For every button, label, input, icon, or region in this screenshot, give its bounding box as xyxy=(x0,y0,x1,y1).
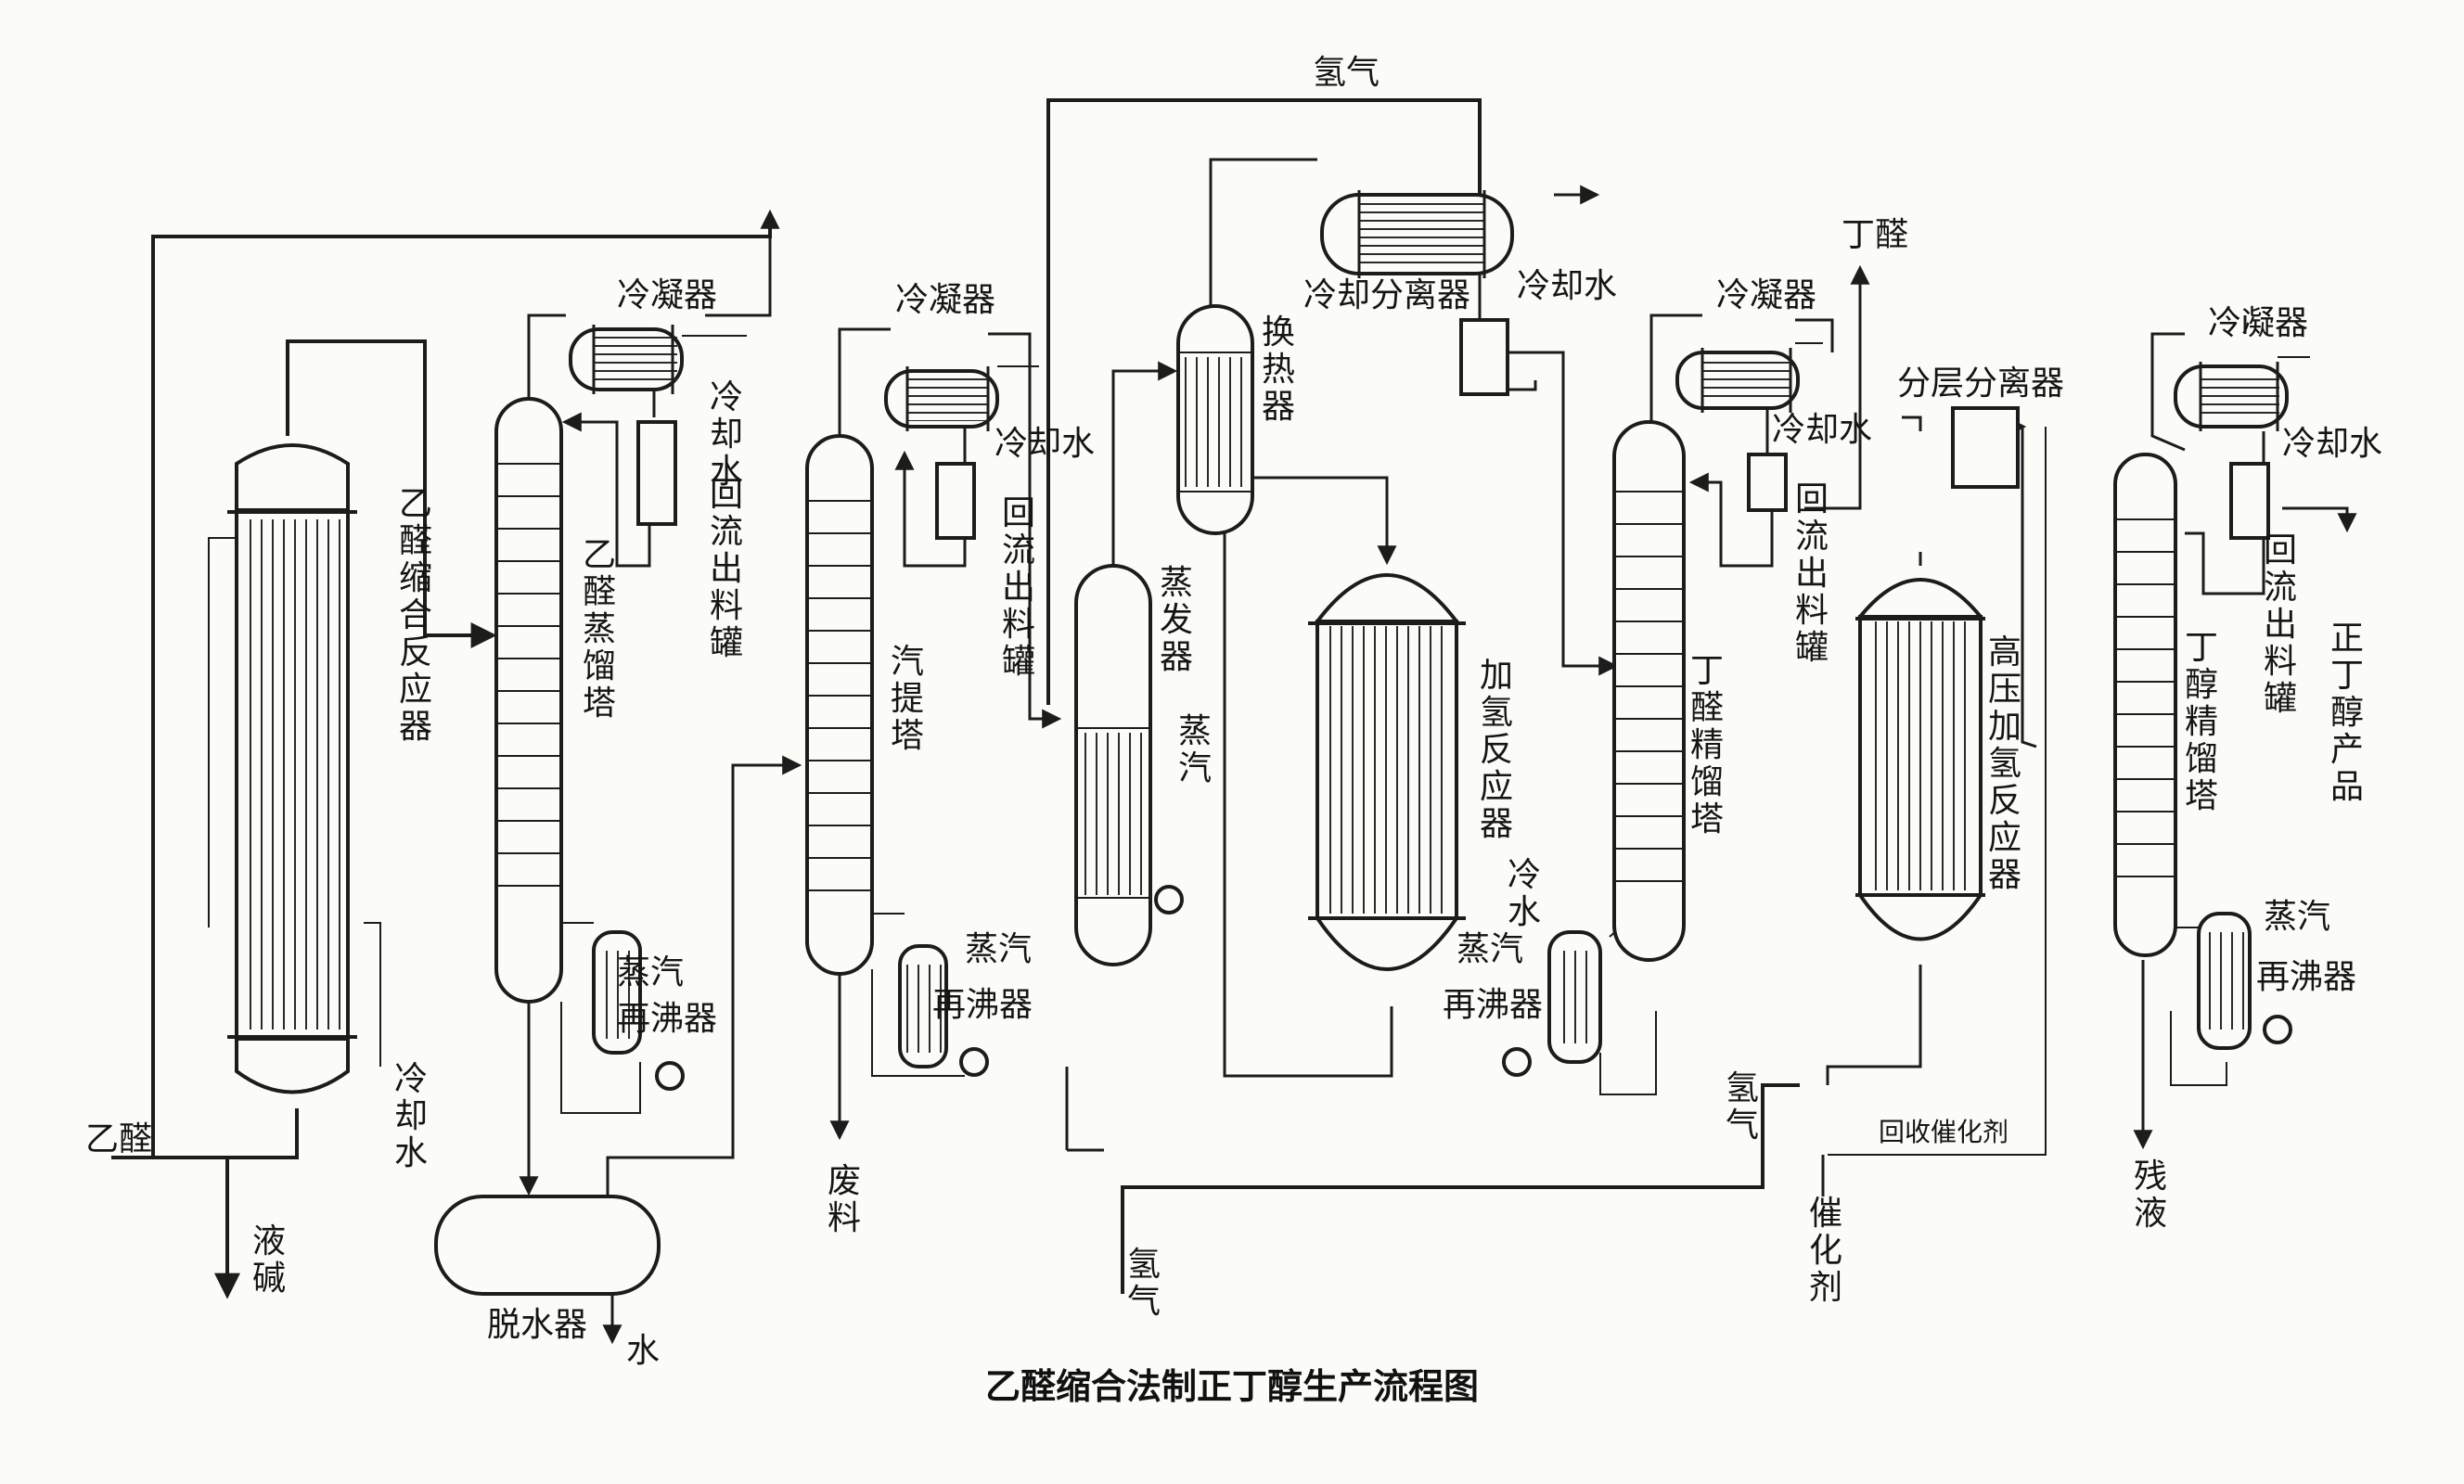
label-catalyst: 催化剂 xyxy=(1809,1195,1842,1307)
piping xyxy=(111,98,2357,1345)
label-hydrogen-top: 氢气 xyxy=(1313,54,1380,92)
label-condenser-3: 冷凝器 xyxy=(1716,276,1816,314)
label-steam-1: 蒸汽 xyxy=(617,953,684,991)
stripping-tower xyxy=(805,434,874,976)
reflux-tank-2 xyxy=(935,462,976,540)
label-cooling-separator: 冷却分离器 xyxy=(1303,276,1470,314)
label-stripping-tower: 汽提塔 xyxy=(891,643,924,755)
label-water: 水 xyxy=(626,1332,660,1370)
label-caustic: 液碱 xyxy=(252,1222,286,1298)
label-waste: 废料 xyxy=(828,1162,861,1237)
label-cooling-water-5: 冷却水 xyxy=(2282,425,2382,463)
label-cooling-water-4: 冷却水 xyxy=(1772,411,1872,449)
condenser-2 xyxy=(884,366,999,431)
label-steam-2: 蒸汽 xyxy=(965,930,1032,968)
label-cooling-water-2: 冷却水 xyxy=(995,425,1095,463)
reflux-tank-3 xyxy=(1747,453,1788,512)
label-butanal-rectifier: 丁醛精馏塔 xyxy=(1690,652,1724,838)
label-catalyst-recovery: 回收催化剂 xyxy=(1879,1117,2008,1147)
label-hydrogen-bottom: 氢气 xyxy=(1127,1246,1161,1321)
layer-separator xyxy=(1951,406,2020,489)
label-heat-exchanger: 换热器 xyxy=(1262,313,1295,426)
cooling-separator xyxy=(1320,190,1514,278)
label-condensation-reactor: 乙醛缩合反应器 xyxy=(399,485,432,746)
reboiler-2 xyxy=(898,944,989,1077)
label-hydrogen-side: 氢气 xyxy=(1726,1069,1759,1145)
label-hydrogenation-reactor: 加氢反应器 xyxy=(1480,657,1513,843)
evaporator xyxy=(1074,564,1184,966)
reboiler-1 xyxy=(592,930,685,1091)
label-evaporator: 蒸发器 xyxy=(1160,564,1193,676)
condensation-reactor xyxy=(208,443,357,1094)
label-reflux-tank-1: 回流出料罐 xyxy=(710,476,743,662)
label-cooling-water-3: 冷却水 xyxy=(1517,267,1617,305)
hp-hydrogenation-reactor xyxy=(1855,578,1985,941)
dehydrator xyxy=(434,1195,661,1296)
reflux-tank-4 xyxy=(2229,462,2270,540)
heat-exchanger xyxy=(1176,304,1254,535)
label-steam-4: 蒸汽 xyxy=(1457,930,1523,968)
label-butanol-product: 正丁醇产品 xyxy=(2330,620,2364,806)
label-condenser-4: 冷凝器 xyxy=(2208,304,2308,342)
butanol-rectifier xyxy=(2113,453,2177,957)
label-reflux-tank-2: 回流出料罐 xyxy=(1002,494,1035,681)
labels: 乙醛缩合反应器 乙醛蒸馏塔 冷凝器 冷却水 回流出料罐 蒸汽 再沸器 冷却水 乙… xyxy=(85,54,2382,1370)
label-cooling-water-reactor: 冷却水 xyxy=(394,1060,428,1172)
label-hp-hydrogenation-reactor: 高压加氢反应器 xyxy=(1988,633,2021,894)
label-cold-water: 冷水 xyxy=(1508,856,1541,931)
label-steam-3: 蒸汽 xyxy=(1178,712,1212,787)
separator-tank xyxy=(1459,318,1509,396)
label-acetaldehyde-distillation: 乙醛蒸馏塔 xyxy=(583,536,616,723)
hydrogenation-reactor xyxy=(1308,573,1466,971)
label-reboiler-4: 再沸器 xyxy=(2256,958,2356,996)
label-layer-separator: 分层分离器 xyxy=(1897,365,2064,403)
condenser-3 xyxy=(1675,348,1800,413)
butanal-rectifier xyxy=(1612,420,1686,962)
reboiler-3 xyxy=(1502,930,1602,1077)
label-acetaldehyde: 乙醛 xyxy=(85,1120,152,1158)
reflux-tank-1 xyxy=(636,420,677,526)
label-dehydrator: 脱水器 xyxy=(487,1306,587,1344)
condenser-1 xyxy=(569,325,684,394)
diagram-caption: 乙醛缩合法制正丁醇生产流程图 xyxy=(985,1365,1479,1407)
label-reflux-tank-4: 回流出料罐 xyxy=(2264,531,2297,718)
label-reboiler-2: 再沸器 xyxy=(932,986,1033,1024)
label-reboiler-3: 再沸器 xyxy=(1443,986,1543,1024)
label-cooling-water-1: 冷却水 xyxy=(710,378,743,491)
label-butanal: 丁醛 xyxy=(1842,216,1908,254)
label-reboiler-1: 再沸器 xyxy=(617,1000,717,1038)
label-steam-5: 蒸汽 xyxy=(2264,898,2330,936)
condenser-4 xyxy=(2174,362,2289,431)
label-reflux-tank-3: 回流出料罐 xyxy=(1795,480,1829,667)
acetaldehyde-distillation-column xyxy=(494,397,563,1004)
reboiler-4 xyxy=(2197,912,2292,1050)
label-condenser-2: 冷凝器 xyxy=(895,281,995,319)
label-residue: 残液 xyxy=(2134,1158,2167,1233)
label-butanol-rectifier: 丁醇精馏塔 xyxy=(2185,629,2218,815)
label-condenser-1: 冷凝器 xyxy=(617,276,717,314)
